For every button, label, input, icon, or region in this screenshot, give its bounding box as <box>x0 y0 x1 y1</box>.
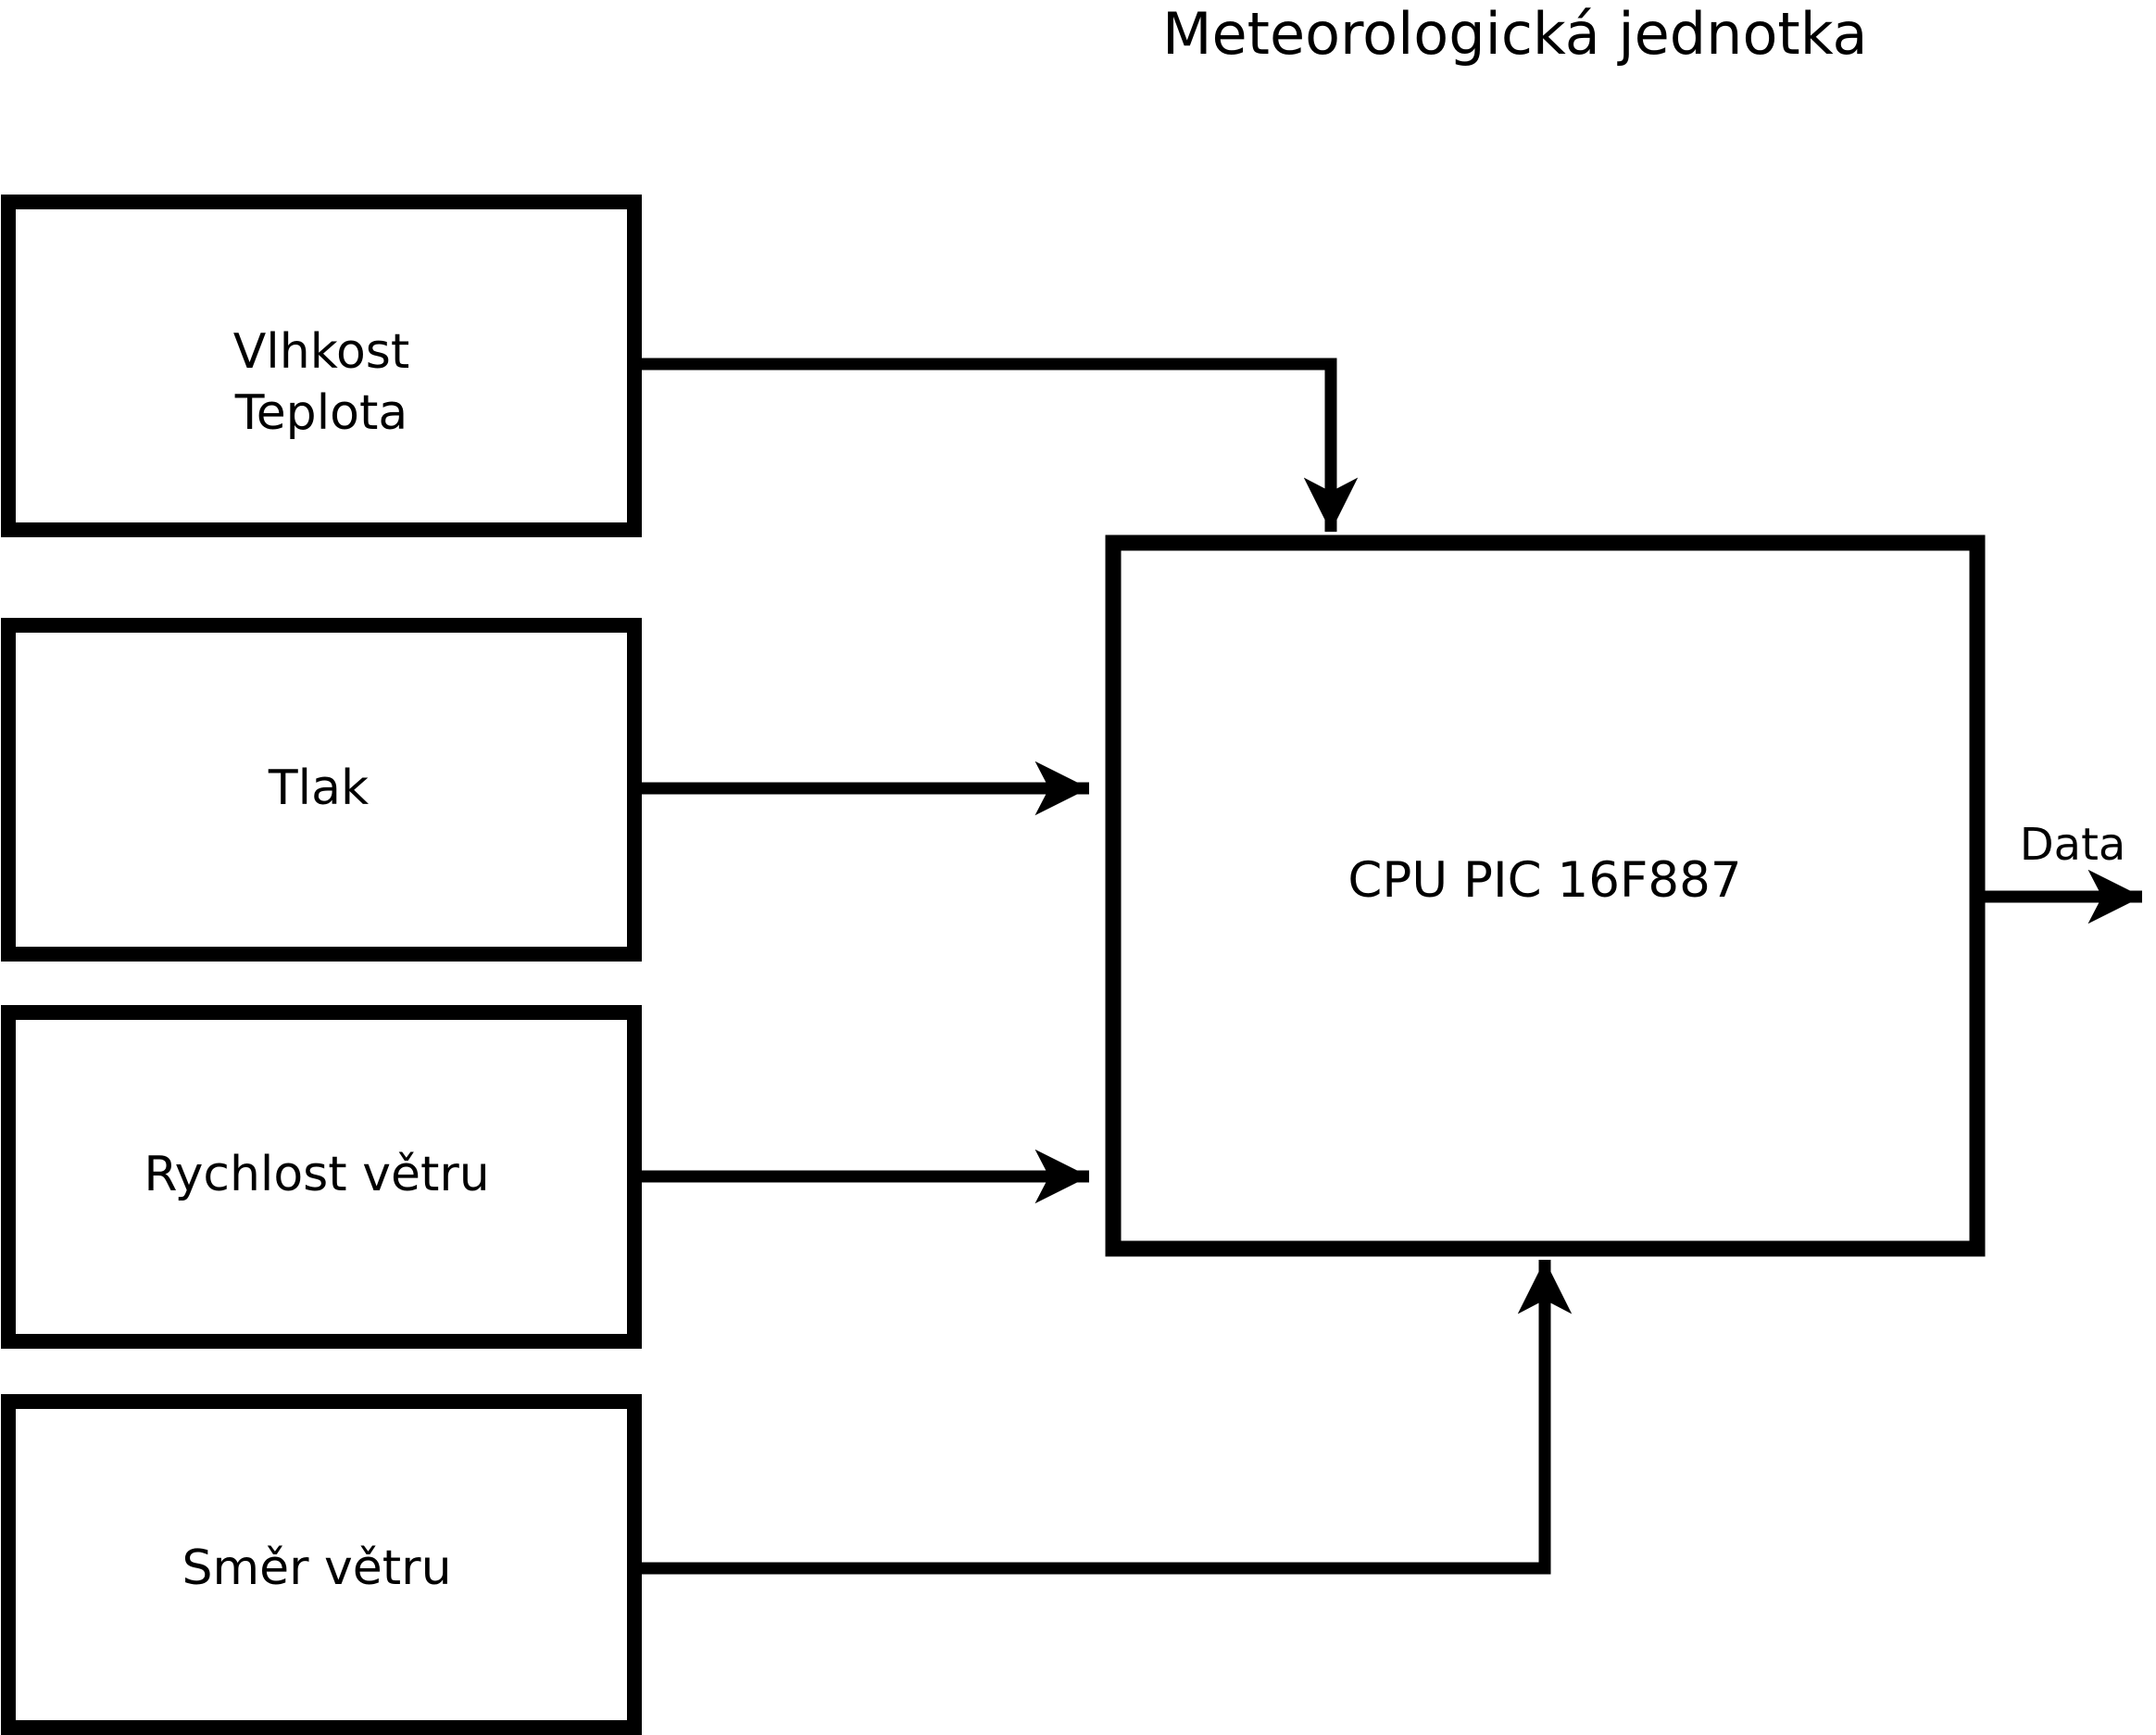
sensor-label-wind-speed: Rychlost větru <box>144 1147 489 1202</box>
cpu-label: CPU PIC 16F887 <box>1348 852 1741 909</box>
sensor-block-wind-speed: Rychlost větru <box>1 1005 642 1349</box>
sensor-box-wind-speed <box>1 1005 642 1349</box>
sensor-label-pressure: Tlak <box>268 761 369 816</box>
sensor-block-pressure: Tlak <box>1 618 642 962</box>
data-output-label: Data <box>2020 819 2126 871</box>
sensor-label-humidity: Vlhkost <box>233 324 410 380</box>
data-output: Data <box>1985 819 2142 924</box>
sensor-block-wind-direction: Směr větru <box>1 1394 642 1735</box>
cpu-block: CPU PIC 16F887 <box>1105 534 1986 1257</box>
sensor-label-temperature: Teplota <box>234 385 407 441</box>
sensor-label-wind-direction: Směr větru <box>182 1540 451 1596</box>
arrow-humidity-temperature-to-cpu <box>639 358 1359 532</box>
cpu-box <box>1105 534 1986 1257</box>
sensor-box-pressure <box>1 618 642 962</box>
diagram-title: Meteorologická jednotka <box>1162 0 1868 68</box>
sensor-block-humidity-temperature: Vlhkost Teplota <box>1 195 642 537</box>
sensor-box-humidity-temperature <box>1 195 642 537</box>
arrow-wind-direction-to-cpu <box>639 1260 1573 1575</box>
sensor-box-wind-direction <box>1 1394 642 1735</box>
